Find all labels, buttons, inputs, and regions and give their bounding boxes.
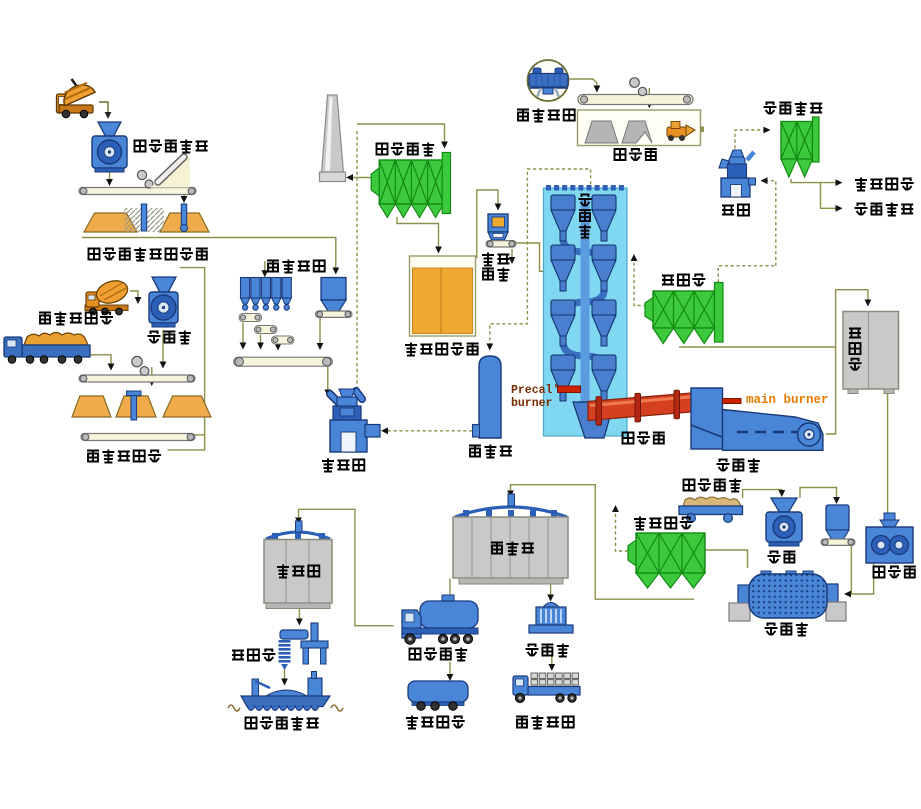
svg-text:main burner: main burner xyxy=(746,393,829,407)
svg-text:burner: burner xyxy=(511,397,553,410)
svg-text:Precal': Precal' xyxy=(511,384,559,397)
